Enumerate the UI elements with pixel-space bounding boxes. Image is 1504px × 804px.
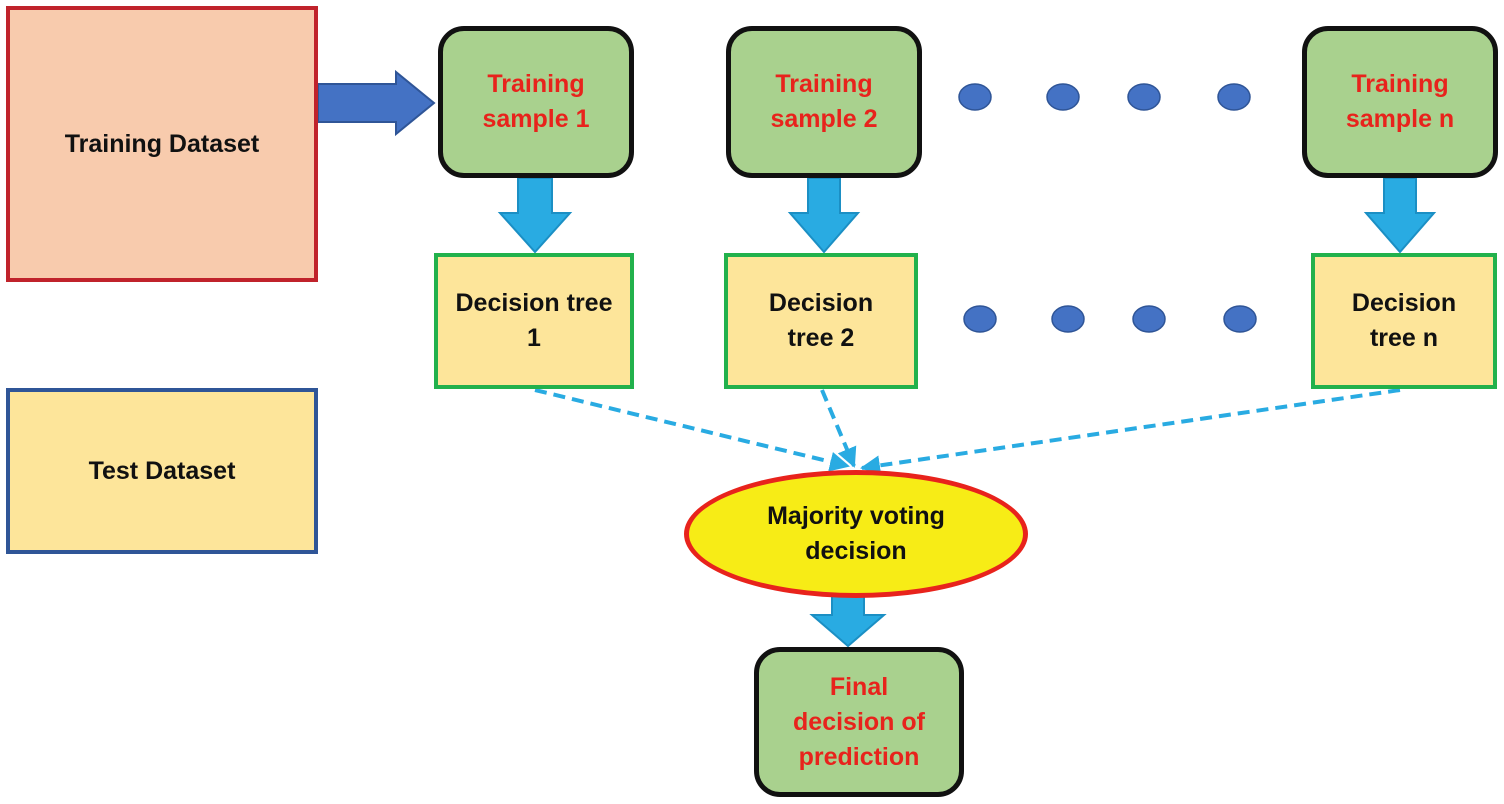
training-dataset-label: Training Dataset [64,129,260,158]
training-dataset-box: Training Dataset [6,6,318,282]
ellipsis-dot [1127,83,1161,111]
samplen-to-treen-arrow [1363,177,1437,254]
treen-to-vote-connector [860,388,1401,476]
ellipsis-dot [1051,305,1085,333]
sample-label-line2: sample 1 [482,105,590,133]
ellipsis-dot [1217,83,1251,111]
test-dataset-box: Test Dataset [6,388,318,554]
tree-label-line2: tree n [1369,324,1439,352]
ellipsis-dot [963,305,997,333]
tree1-to-vote-connector [534,388,850,472]
sample-label-line2: sample n [1345,105,1455,133]
sample-label-line2: sample 2 [770,105,878,133]
ellipsis-dot [1223,305,1257,333]
training-sample-1: Training sample 1 [438,26,634,178]
decision-tree-2: Decision tree 2 [724,253,918,389]
tree-label-line2: tree 2 [787,324,855,352]
test-dataset-label: Test Dataset [88,456,236,485]
majority-voting-ellipse: Majority voting decision [684,470,1028,598]
sample-label-line1: Training [775,70,873,98]
tree-label-line1: Decision [1351,289,1457,317]
sample-label-line1: Training [1351,70,1449,98]
decision-tree-n: Decision tree n [1311,253,1497,389]
vote-label-line2: decision [805,537,907,565]
tree-label-line1: Decision tree [455,289,613,317]
vote-label-line1: Majority voting [767,502,945,530]
tree-label-line1: Decision [768,289,874,317]
final-label-line2: decision of [793,707,925,736]
training-sample-n: Training sample n [1302,26,1498,178]
final-label-line1: Final [829,672,889,701]
training-sample-2: Training sample 2 [726,26,922,178]
sample2-to-tree2-arrow [787,177,861,254]
dataset-to-sample-arrow [317,69,436,137]
final-label-line3: prediction [798,742,920,771]
decision-tree-1: Decision tree 1 [434,253,634,389]
ellipsis-dot [1046,83,1080,111]
ellipsis-dot [1132,305,1166,333]
tree-label-line2: 1 [527,324,541,352]
ellipsis-dot [958,83,992,111]
sample1-to-tree1-arrow [497,177,573,254]
sample-label-line1: Training [487,70,585,98]
final-decision-box: Final decision of prediction [754,647,964,797]
tree2-to-vote-connector [820,389,857,468]
